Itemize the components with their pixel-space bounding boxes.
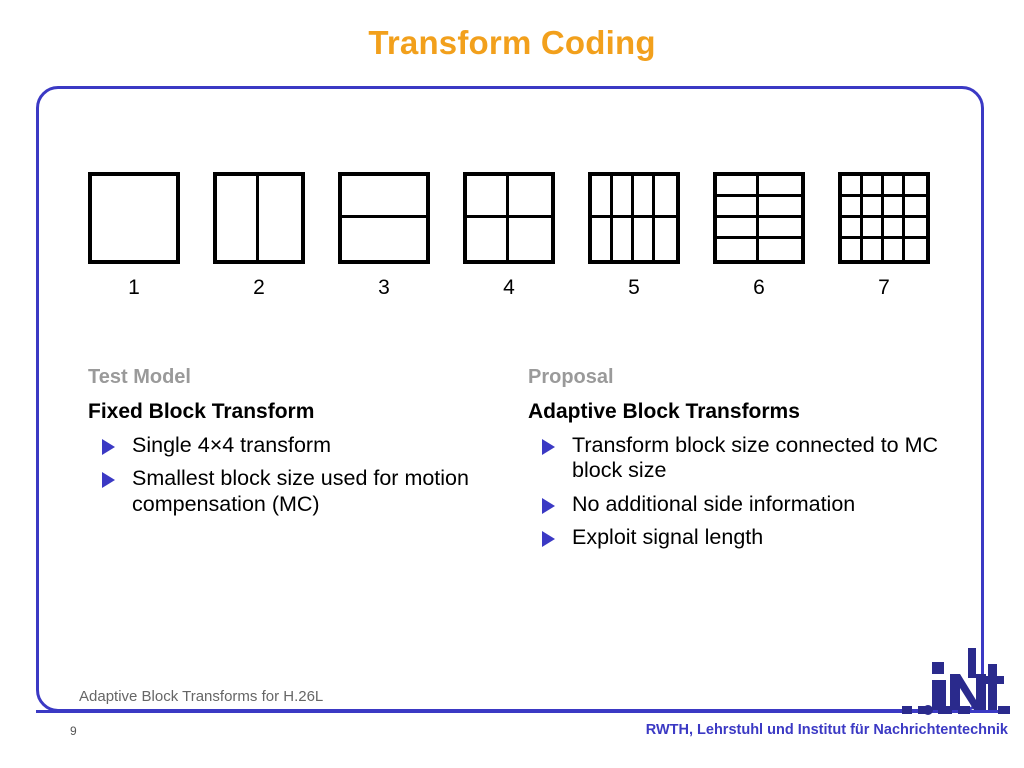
block-cell xyxy=(342,176,426,218)
bullet-item: Transform block size connected to MC blo… xyxy=(528,433,968,484)
block-cell xyxy=(842,218,863,239)
block-label: 7 xyxy=(878,276,890,299)
block-cell xyxy=(905,176,926,197)
block-cell xyxy=(92,176,176,260)
block-cell xyxy=(863,239,884,260)
bullet-list-right: Transform block size connected to MC blo… xyxy=(528,433,968,550)
block-cell xyxy=(905,218,926,239)
block-cell xyxy=(717,197,759,218)
column-heading-fixed-block-transform: Fixed Block Transform xyxy=(88,400,315,423)
column-heading-adaptive-block-transforms: Adaptive Block Transforms xyxy=(528,400,800,423)
block-cell xyxy=(842,197,863,218)
block-cell xyxy=(655,218,676,260)
footer-divider xyxy=(36,710,1010,713)
triangle-bullet-icon xyxy=(542,439,555,456)
block-2x2: 4 xyxy=(463,172,555,299)
block-cell xyxy=(759,197,801,218)
block-cell xyxy=(842,176,863,197)
block-cell xyxy=(884,176,905,197)
block-2x4: 6 xyxy=(713,172,805,299)
block-label: 4 xyxy=(503,276,515,299)
block-cell xyxy=(592,176,613,218)
footer-note: Adaptive Block Transforms for H.26L xyxy=(79,688,324,705)
block-cell xyxy=(509,218,551,260)
triangle-bullet-icon xyxy=(542,531,555,548)
block-cell xyxy=(717,176,759,197)
block-grid xyxy=(338,172,430,264)
block-cell xyxy=(717,218,759,239)
bullet-item: Single 4×4 transform xyxy=(88,433,508,458)
block-label: 3 xyxy=(378,276,390,299)
column-proposal: Proposal Adaptive Block Transforms Trans… xyxy=(528,366,968,559)
bullet-text: Single 4×4 transform xyxy=(132,433,331,458)
block-4x4: 7 xyxy=(838,172,930,299)
block-cell xyxy=(759,218,801,239)
block-label: 2 xyxy=(253,276,265,299)
bullet-item: Smallest block size used for motion comp… xyxy=(88,466,508,517)
block-1x2: 3 xyxy=(338,172,430,299)
block-cell xyxy=(592,218,613,260)
block-cell xyxy=(842,239,863,260)
block-grid xyxy=(213,172,305,264)
block-cell xyxy=(863,197,884,218)
block-diagram-row: 1 2 3 4 5 6 7 xyxy=(88,172,948,299)
block-cell xyxy=(905,197,926,218)
block-cell xyxy=(863,218,884,239)
block-4x2: 5 xyxy=(588,172,680,299)
bullet-item: No additional side information xyxy=(528,492,968,517)
block-2x1: 2 xyxy=(213,172,305,299)
block-cell xyxy=(613,218,634,260)
block-cell xyxy=(884,239,905,260)
block-cell xyxy=(634,176,655,218)
block-cell xyxy=(655,176,676,218)
page-number: 9 xyxy=(70,724,77,738)
ient-logo xyxy=(902,648,1014,720)
block-grid xyxy=(713,172,805,264)
block-1x1: 1 xyxy=(88,172,180,299)
block-grid xyxy=(463,172,555,264)
block-label: 5 xyxy=(628,276,640,299)
institute-line: RWTH, Lehrstuhl und Institut für Nachric… xyxy=(645,722,1008,738)
block-cell xyxy=(467,218,509,260)
block-cell xyxy=(905,239,926,260)
bullet-text: Smallest block size used for motion comp… xyxy=(132,466,469,516)
block-cell xyxy=(884,218,905,239)
bullet-text: Transform block size connected to MC blo… xyxy=(572,433,939,483)
block-grid xyxy=(88,172,180,264)
block-cell xyxy=(759,239,801,260)
triangle-bullet-icon xyxy=(542,497,555,514)
triangle-bullet-icon xyxy=(102,439,115,456)
block-cell xyxy=(759,176,801,197)
block-cell xyxy=(217,176,259,260)
block-cell xyxy=(717,239,759,260)
page-title: Transform Coding xyxy=(368,24,656,61)
block-cell xyxy=(613,176,634,218)
bullet-text: Exploit signal length xyxy=(572,525,764,550)
block-cell xyxy=(259,176,301,260)
block-grid xyxy=(838,172,930,264)
block-cell xyxy=(634,218,655,260)
triangle-bullet-icon xyxy=(102,472,115,489)
block-label: 6 xyxy=(753,276,765,299)
block-cell xyxy=(863,176,884,197)
column-eyebrow-test-model: Test Model xyxy=(88,366,191,388)
block-cell xyxy=(509,176,551,218)
bullet-text: No additional side information xyxy=(572,491,856,516)
block-cell xyxy=(342,218,426,260)
bullet-item: Exploit signal length xyxy=(528,525,968,550)
column-test-model: Test Model Fixed Block Transform Single … xyxy=(88,366,508,525)
block-cell xyxy=(467,176,509,218)
block-label: 1 xyxy=(128,276,140,299)
column-eyebrow-proposal: Proposal xyxy=(528,366,614,388)
block-cell xyxy=(884,197,905,218)
block-grid xyxy=(588,172,680,264)
